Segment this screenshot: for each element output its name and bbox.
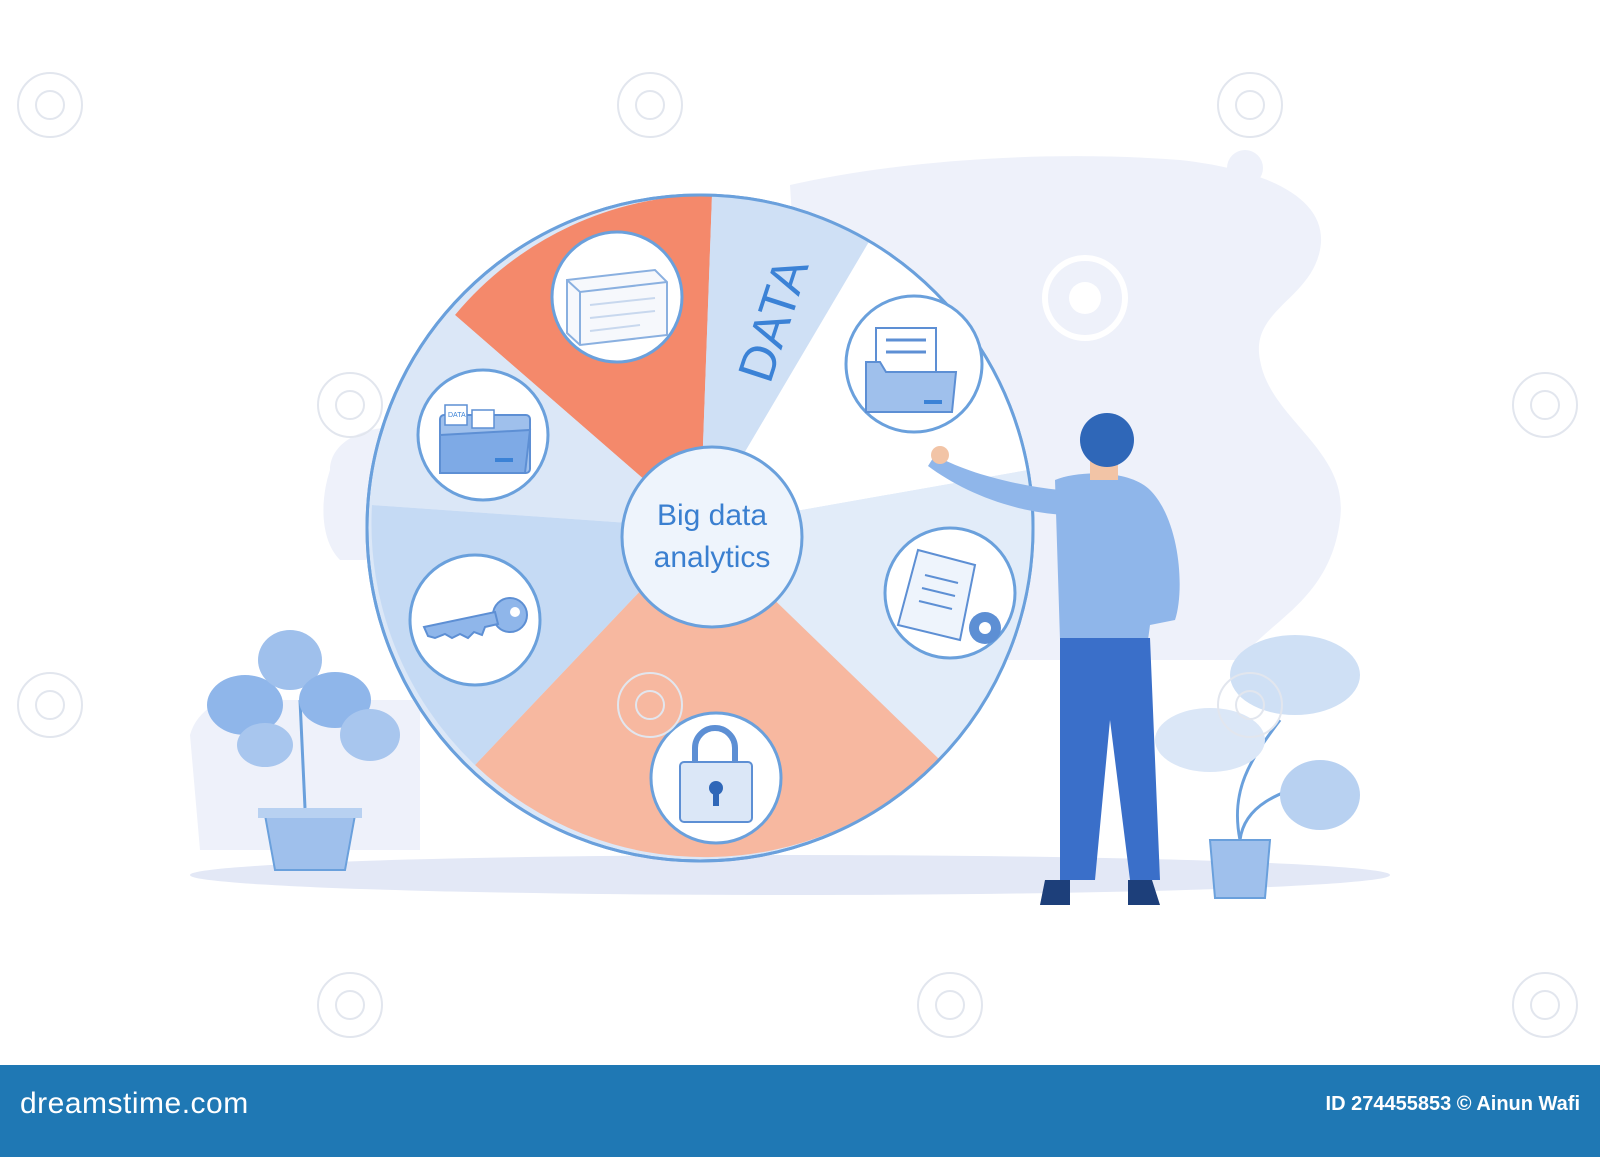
plant-left <box>207 630 400 871</box>
person-figure <box>928 413 1180 905</box>
center-label-line2: analytics <box>654 541 771 574</box>
folder-tab-text: DATA <box>448 412 466 419</box>
key-icon <box>408 553 542 687</box>
folder-icon: DATA <box>416 368 550 502</box>
watermark-layer <box>17 72 1578 1038</box>
padlock-icon <box>649 711 783 845</box>
document-gear-icon <box>883 526 1017 660</box>
center-circle <box>620 445 804 629</box>
file-folder-icon <box>844 294 984 434</box>
footer-credit: ID 274455853 © Ainun Wafi <box>1325 1093 1580 1115</box>
box-icon <box>550 230 684 364</box>
illustration: Big data analytics DATA DATA <box>17 72 1578 1038</box>
center-label-line1: Big data <box>657 499 767 532</box>
data-segment <box>700 195 870 528</box>
footer-brand: dreamstime.com <box>20 1087 249 1120</box>
analytics-wheel: Big data analytics DATA DATA <box>365 193 1035 863</box>
footer-bar: dreamstime.com ID 274455853 © Ainun Wafi <box>0 1065 1600 1157</box>
plant-right <box>1155 635 1360 899</box>
big-data-analytics-illustration: Big data analytics DATA DATA <box>17 72 1578 1038</box>
peach-segment <box>475 528 940 858</box>
